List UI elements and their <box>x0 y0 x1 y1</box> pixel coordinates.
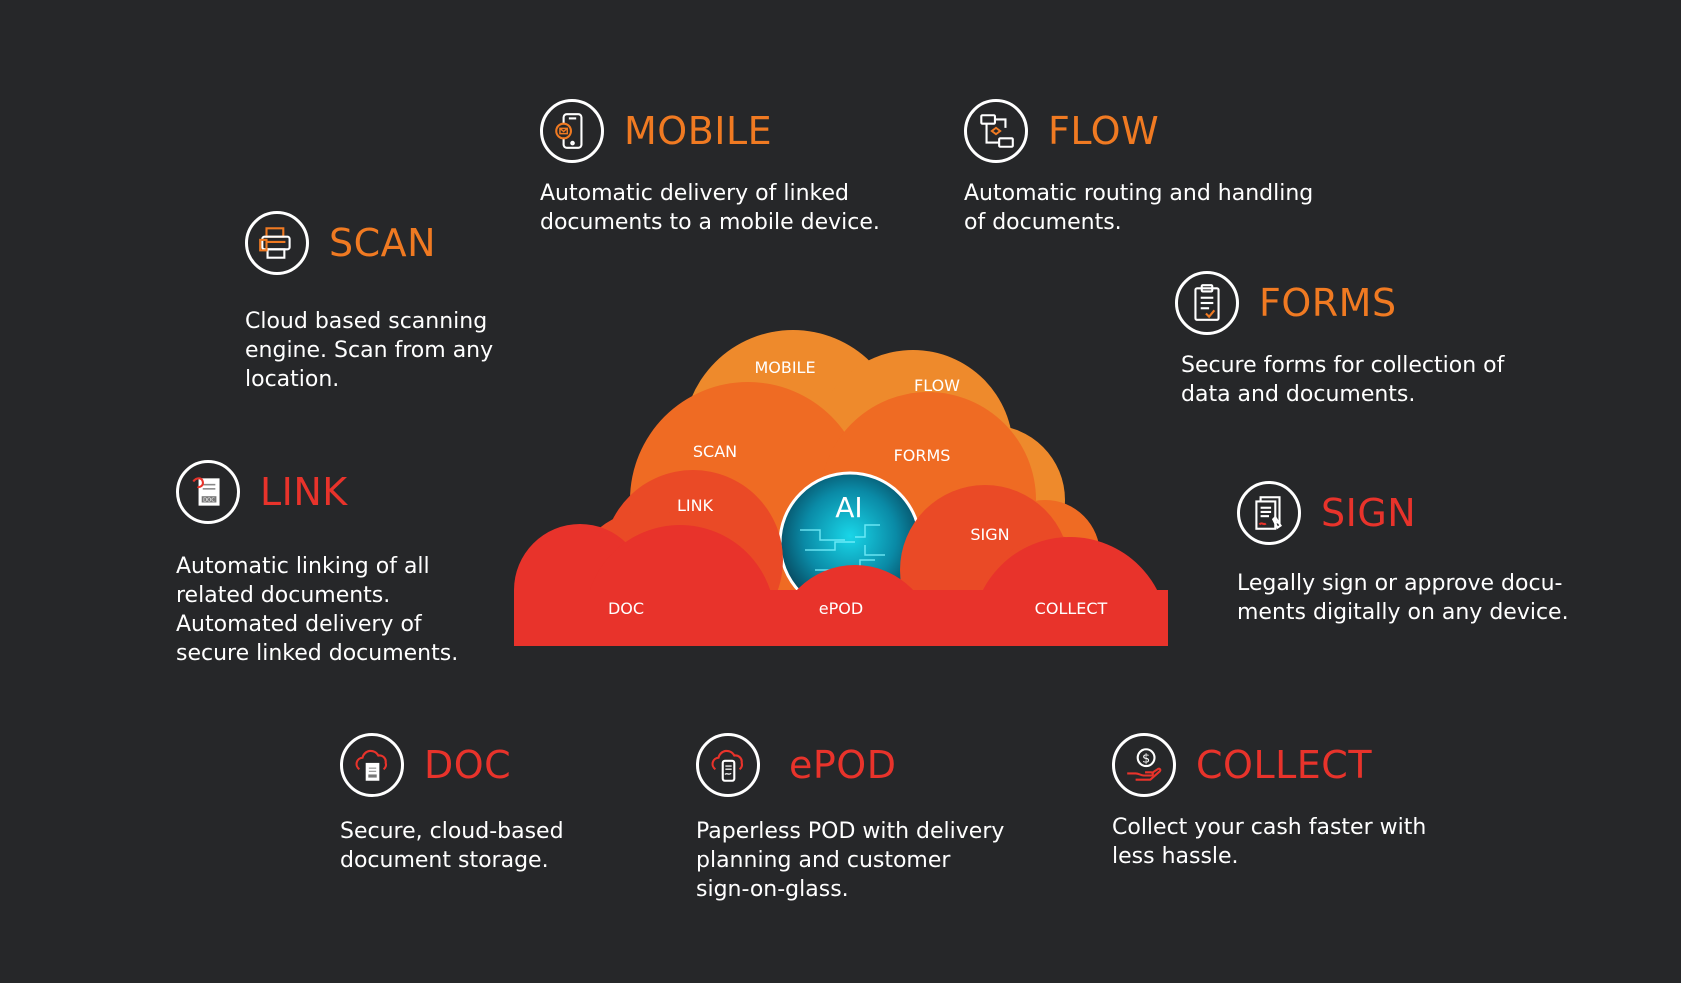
feature-description: Collect your cash faster with less hassl… <box>1112 815 1427 869</box>
feature-title: SIGN <box>1321 491 1417 535</box>
feature-description: Secure forms for collection of data and … <box>1181 353 1505 407</box>
feature-description: Automatic linking of all related documen… <box>176 554 459 666</box>
feature-flow: FLOW Automatic routing and handling of d… <box>964 99 1344 237</box>
feature-title: DOC <box>424 743 512 787</box>
circuit-lines <box>800 524 885 578</box>
feature-title: FORMS <box>1259 281 1397 325</box>
feature-sign: SIGN Legally sign or approve docu- ments… <box>1237 481 1577 627</box>
feature-title: SCAN <box>329 221 437 265</box>
feature-mobile: MOBILE Automatic delivery of linked docu… <box>540 99 880 237</box>
signed-document-icon <box>1237 481 1301 545</box>
feature-title: ePOD <box>789 743 897 787</box>
feature-description: Cloud based scanning engine. Scan from a… <box>245 309 494 392</box>
feature-scan: SCAN Cloud based scanning engine. Scan f… <box>245 211 525 394</box>
scanner-icon <box>245 211 309 275</box>
cloud-label-ai: AI <box>835 491 862 524</box>
feature-title: FLOW <box>1048 109 1160 153</box>
svg-text:DOC: DOC <box>203 497 215 503</box>
flowchart-icon <box>964 99 1028 163</box>
svg-text:$: $ <box>1142 750 1150 765</box>
cloud-epod-icon <box>696 733 760 797</box>
feature-link: DOC LINK Automatic linking of all relate… <box>176 460 476 668</box>
feature-title: COLLECT <box>1196 743 1373 787</box>
feature-description: Legally sign or approve docu- ments digi… <box>1237 571 1569 625</box>
feature-title: LINK <box>260 470 348 514</box>
feature-doc: DOC Secure, cloud-based document storage… <box>340 733 640 875</box>
feature-forms: FORMS Secure forms for collection of dat… <box>1175 271 1555 409</box>
cloud-label-forms: FORMS <box>894 446 951 465</box>
feature-collect: $ COLLECT Collect your cash faster with … <box>1112 733 1452 871</box>
clipboard-form-icon <box>1175 271 1239 335</box>
cloud-label-flow: FLOW <box>914 376 960 395</box>
cloud-document-icon <box>340 733 404 797</box>
feature-description: Automatic delivery of linked documents t… <box>540 181 880 235</box>
linked-document-icon: DOC <box>176 460 240 524</box>
feature-epod: ePOD Paperless POD with delivery plannin… <box>696 733 1036 904</box>
mobile-phone-icon <box>540 99 604 163</box>
cloud-label-epod: ePOD <box>819 599 863 618</box>
feature-title: MOBILE <box>624 109 773 153</box>
cloud-label-scan: SCAN <box>693 442 737 461</box>
cloud-label-collect: COLLECT <box>1035 599 1108 618</box>
cloud-label-link: LINK <box>677 496 714 515</box>
feature-description: Automatic routing and handling of docume… <box>964 181 1314 235</box>
cloud-layer-front <box>514 524 1168 646</box>
cloud-label-mobile: MOBILE <box>754 358 815 377</box>
feature-description: Paperless POD with delivery planning and… <box>696 819 1005 902</box>
cloud-label-doc: DOC <box>608 599 644 618</box>
cloud-label-sign: SIGN <box>970 525 1009 544</box>
dollar-hand-icon: $ <box>1112 733 1176 797</box>
feature-description: Secure, cloud-based document storage. <box>340 819 564 873</box>
